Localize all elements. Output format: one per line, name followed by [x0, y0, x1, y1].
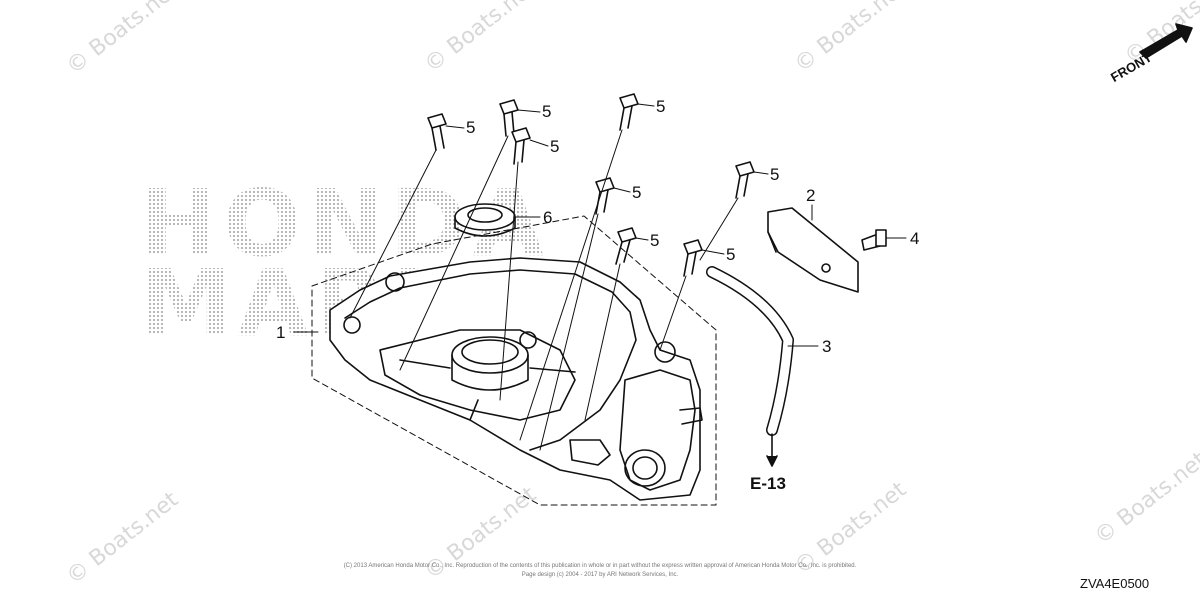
housing-rim [344, 269, 637, 451]
callout-bolt-3: 5 [550, 137, 560, 156]
reference-e13: E-13 [750, 474, 786, 493]
bolt-1 [427, 113, 447, 151]
guide-bolt-5 [539, 213, 599, 451]
cover-plate [767, 207, 859, 293]
assembly-outline [311, 215, 717, 506]
guide-bolt-7 [659, 275, 687, 351]
callout-bolt-1: 5 [466, 118, 476, 137]
leader-5a [445, 125, 465, 129]
pump-port-inner [632, 456, 658, 480]
boss-left [343, 316, 361, 334]
hose-arrowhead [766, 455, 778, 467]
pump-flange [569, 439, 611, 466]
guide-bolt-3 [499, 161, 519, 401]
pump-port-outer [624, 449, 666, 487]
callout-bolt-2: 5 [542, 102, 552, 121]
leader-5e [613, 187, 631, 193]
guide-bolt-2 [399, 135, 509, 371]
boss-right [654, 341, 676, 363]
callout-bolt-8: 5 [770, 165, 780, 184]
rib-bottom [469, 399, 479, 421]
rib-left [399, 359, 451, 369]
callout-oil-seal: 6 [543, 208, 553, 227]
guide-bolt-4 [519, 129, 623, 441]
oil-hose-fill [707, 267, 793, 435]
bolt-6 [615, 227, 637, 265]
copyright-line-1: (C) 2013 American Honda Motor Co., Inc. … [343, 563, 857, 569]
screw-head [875, 229, 887, 247]
boss-top-left [385, 272, 405, 292]
bolt-5 [595, 177, 615, 215]
copyright-line-2: Page design (c) 2004 - 2017 by ARI Netwo… [521, 572, 679, 578]
housing-inner [379, 329, 576, 421]
leader-5c [529, 139, 549, 147]
bolt-8 [735, 161, 755, 199]
callout-bolt-7: 5 [726, 245, 736, 264]
callout-bolt-5: 5 [632, 183, 642, 202]
callout-bolt-6: 5 [650, 231, 660, 250]
leader-5b [517, 109, 541, 113]
oil-seal-side [454, 216, 516, 237]
front-arrow [1139, 23, 1193, 59]
guide-bolt-1 [349, 149, 437, 319]
bolt-4 [619, 93, 639, 131]
leader-5d [637, 103, 655, 107]
callout-hose: 3 [822, 337, 832, 356]
oil-seal-inner [467, 207, 503, 223]
bolt-7 [683, 239, 703, 277]
guide-bolt-8 [699, 197, 739, 261]
bore-wall [451, 354, 529, 391]
callout-bolt-4: 5 [656, 97, 666, 116]
leader-5h [753, 171, 769, 175]
plate-hole [821, 263, 831, 273]
callout-housing: 1 [276, 323, 286, 342]
callout-screw: 4 [910, 229, 920, 248]
plate-bend [767, 231, 777, 253]
leader-5f [635, 237, 649, 241]
guide-bolt-6 [584, 263, 621, 421]
center-bore-inner [461, 339, 519, 365]
copyright-notice: (C) 2013 American Honda Motor Co., Inc. … [320, 562, 880, 580]
bolt-3 [511, 127, 531, 165]
rib-right [529, 367, 576, 373]
leader-5g [701, 249, 725, 255]
boss-center [519, 331, 537, 349]
pump-fitting [679, 407, 703, 425]
callout-plate: 2 [806, 186, 816, 205]
diagram-code: ZVA4E0500 [1080, 576, 1150, 591]
